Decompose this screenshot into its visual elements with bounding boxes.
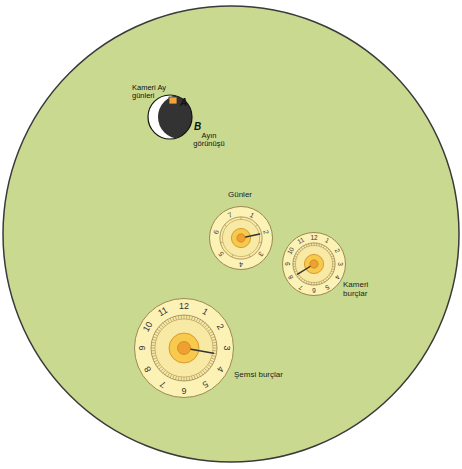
dial-number: 6: [312, 287, 316, 294]
dial-number: 6: [181, 386, 186, 395]
dial: Kameri burçlar121234567891011: [282, 232, 346, 296]
dial-number: 9: [138, 345, 147, 350]
moon-symbol: [148, 95, 202, 139]
callout-letter: B: [194, 121, 206, 132]
moon-day-window: [169, 97, 177, 104]
moon-label: Kameri Ay günleri: [132, 84, 180, 101]
dial-number: 3: [222, 345, 231, 350]
dial-number: 3: [337, 262, 344, 266]
dial: Günler7123456: [209, 206, 273, 270]
dial-plate: [3, 6, 459, 462]
moon-label: Ayın görünüşü: [190, 132, 228, 149]
dial-number: 9: [285, 262, 292, 266]
dial-label: Şemsi burçlar: [234, 370, 294, 379]
dial-number: 12: [179, 302, 189, 311]
dial-label: Kameri burçlar: [343, 280, 383, 298]
dial-face: [282, 232, 346, 296]
dial-label: Günler: [215, 190, 265, 199]
dial-face: [134, 298, 234, 398]
dial: Şemsi burçlar121234567891011: [134, 298, 234, 398]
dial-number: 12: [310, 235, 317, 242]
dial-number: 4: [239, 260, 243, 267]
callout-letter: A: [180, 97, 192, 108]
